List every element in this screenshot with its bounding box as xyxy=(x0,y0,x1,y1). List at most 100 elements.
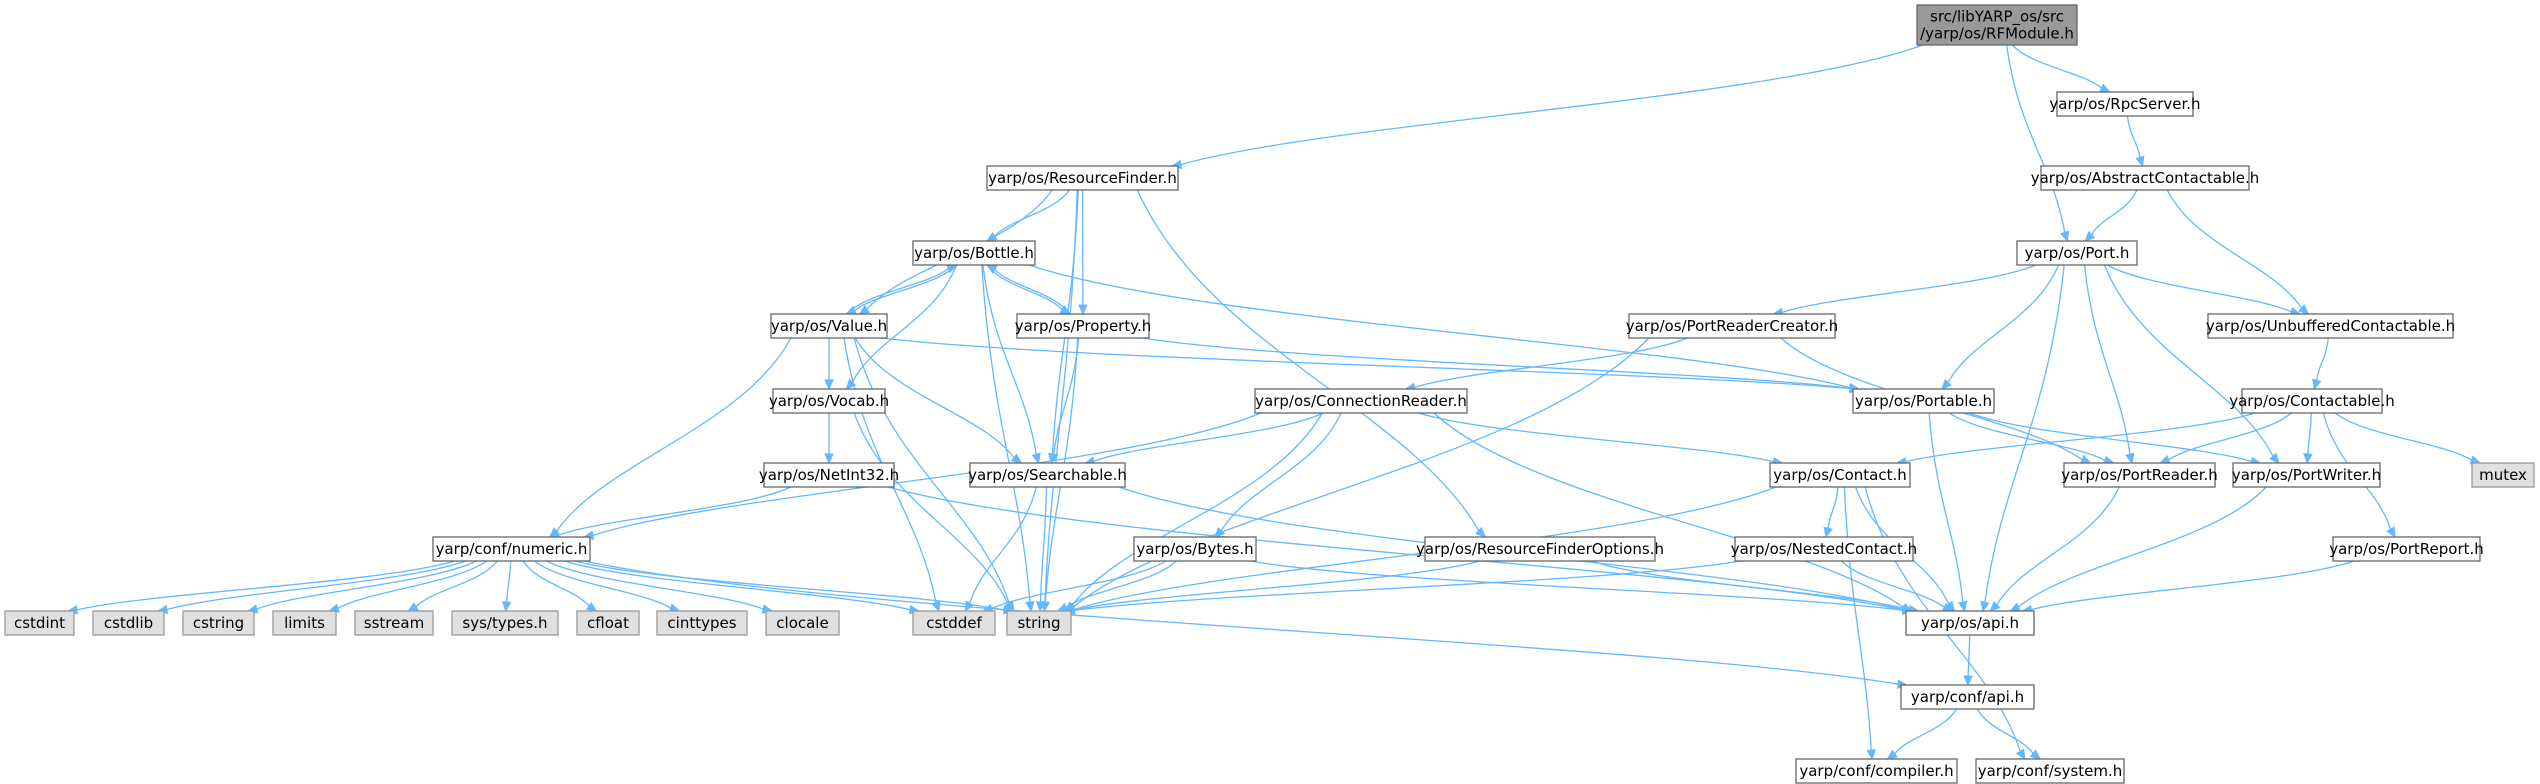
node-label: yarp/os/AbstractContactable.h xyxy=(2031,169,2260,187)
edge-connectionreader-to-contact xyxy=(1418,412,1784,467)
node-cstdint[interactable]: cstdint xyxy=(4,610,75,636)
node-portreadercreator[interactable]: yarp/os/PortReaderCreator.h xyxy=(1626,313,1839,339)
node-contact[interactable]: yarp/os/Contact.h xyxy=(1769,462,1911,488)
edge-line xyxy=(1071,412,1323,606)
arrowhead xyxy=(1035,601,1046,613)
node-box xyxy=(2063,462,2216,488)
node-value[interactable]: yarp/os/Value.h xyxy=(770,313,888,339)
node-cfloat[interactable]: cfloat xyxy=(576,610,640,636)
node-limits[interactable]: limits xyxy=(272,610,337,636)
edge-line xyxy=(1414,337,1688,389)
edge-connectionreader-to-bytes xyxy=(1214,412,1342,538)
node-box xyxy=(92,610,165,636)
arrowhead xyxy=(2386,526,2396,539)
node-label: yarp/os/Searchable.h xyxy=(968,466,1127,484)
arrowhead xyxy=(2135,155,2145,168)
node-rfoptions[interactable]: yarp/os/ResourceFinderOptions.h xyxy=(1416,536,1664,562)
arrowhead xyxy=(1010,453,1023,464)
node-cstdlib[interactable]: cstdlib xyxy=(92,610,165,636)
node-resourcefinder[interactable]: yarp/os/ResourceFinder.h xyxy=(986,165,1179,191)
node-box xyxy=(912,610,996,636)
node-searchable[interactable]: yarp/os/Searchable.h xyxy=(968,462,1127,488)
edge-line xyxy=(1782,264,2036,313)
node-label: yarp/os/RpcServer.h xyxy=(2049,95,2200,113)
node-box xyxy=(432,536,591,562)
node-connectionreader[interactable]: yarp/os/ConnectionReader.h xyxy=(1254,388,1468,414)
node-cstring[interactable]: cstring xyxy=(182,610,255,636)
edge-line xyxy=(2103,264,2274,457)
node-port[interactable]: yarp/os/Port.h xyxy=(2016,240,2138,266)
node-nestedcontact[interactable]: yarp/os/NestedContact.h xyxy=(1731,536,1917,562)
node-osapi[interactable]: yarp/os/api.h xyxy=(1905,610,2035,636)
node-netint32[interactable]: yarp/os/NetInt32.h xyxy=(759,462,899,488)
node-root[interactable]: src/libYARP_os/src/yarp/os/RFModule.h xyxy=(1916,4,2078,46)
node-string[interactable]: string xyxy=(1006,610,1072,636)
edge-line xyxy=(994,269,1071,315)
node-portwriter[interactable]: yarp/os/PortWriter.h xyxy=(2232,462,2381,488)
edge-line xyxy=(982,264,1037,455)
edge-line xyxy=(1044,189,1078,603)
edge-line xyxy=(2107,264,2292,313)
node-confapi[interactable]: yarp/conf/api.h xyxy=(1900,684,2035,710)
node-box xyxy=(1006,610,1072,636)
node-cinttypes[interactable]: cinttypes xyxy=(656,610,748,636)
edge-line xyxy=(1039,486,1048,603)
node-compiler[interactable]: yarp/conf/compiler.h xyxy=(1795,758,1958,784)
nodes-layer: src/libYARP_os/src/yarp/os/RFModule.hyar… xyxy=(4,4,2535,784)
node-abstractcontactable[interactable]: yarp/os/AbstractContactable.h xyxy=(2031,165,2260,191)
edge-contact-to-nestedcontact xyxy=(1823,486,1839,539)
arrowhead xyxy=(2297,304,2310,315)
node-label: cinttypes xyxy=(667,614,736,632)
arrowhead xyxy=(1025,600,1035,613)
edge-contactable-to-portwriter xyxy=(2303,412,2313,465)
node-system[interactable]: yarp/conf/system.h xyxy=(1975,758,2125,784)
node-box xyxy=(2241,388,2383,414)
edge-line xyxy=(1072,337,1650,608)
node-systypes[interactable]: sys/types.h xyxy=(451,610,559,636)
edge-portable-to-portwriter xyxy=(1969,412,2262,467)
edge-portwriter-to-osapi xyxy=(2009,486,2267,612)
edge-line xyxy=(2126,115,2141,158)
node-box xyxy=(1795,758,1958,784)
edge-line xyxy=(2011,44,2102,89)
edge-line xyxy=(853,337,1010,604)
node-rpcserver[interactable]: yarp/os/RpcServer.h xyxy=(2049,91,2201,117)
node-property[interactable]: yarp/os/Property.h xyxy=(1015,313,1151,339)
arrowhead xyxy=(407,602,419,612)
arrowhead xyxy=(2312,378,2322,391)
edge-line xyxy=(506,560,512,603)
edge-line xyxy=(256,560,477,610)
node-contactable[interactable]: yarp/os/Contactable.h xyxy=(2229,388,2395,414)
edge-contact-to-compiler xyxy=(1843,486,1876,761)
edge-port-to-portreadercreator xyxy=(1772,264,2036,317)
edge-value-to-searchable xyxy=(854,337,1023,464)
node-portable[interactable]: yarp/os/Portable.h xyxy=(1852,388,1995,414)
edge-line xyxy=(1180,44,1924,166)
edge-port-to-portable xyxy=(1941,264,2060,390)
arrowhead xyxy=(2060,230,2070,243)
node-vocab[interactable]: yarp/os/Vocab.h xyxy=(769,388,889,414)
node-label: cstddef xyxy=(926,614,982,632)
arrowhead xyxy=(1958,600,1968,613)
node-bottle[interactable]: yarp/os/Bottle.h xyxy=(912,240,1036,266)
node-label: yarp/os/ConnectionReader.h xyxy=(1255,392,1467,410)
node-bytes[interactable]: yarp/os/Bytes.h xyxy=(1133,536,1257,562)
node-portreader[interactable]: yarp/os/PortReader.h xyxy=(2061,462,2218,488)
edge-abstractcontactable-to-unbuffered xyxy=(2166,189,2310,315)
arrowhead xyxy=(1866,749,1876,761)
node-mutex[interactable]: mutex xyxy=(2471,462,2535,488)
edge-line xyxy=(2091,189,2138,236)
node-clocale[interactable]: clocale xyxy=(765,610,840,636)
node-label: yarp/conf/numeric.h xyxy=(436,540,588,558)
node-numeric[interactable]: yarp/conf/numeric.h xyxy=(432,536,591,562)
node-cstddef[interactable]: cstddef xyxy=(912,610,996,636)
node-unbuffered[interactable]: yarp/os/UnbufferedContactable.h xyxy=(2206,313,2455,339)
node-sstream[interactable]: sstream xyxy=(354,610,434,636)
edge-line xyxy=(2307,412,2312,455)
edge-osapi-to-confapi xyxy=(1963,634,1973,687)
node-box xyxy=(2232,462,2381,488)
node-portreport[interactable]: yarp/os/PortReport.h xyxy=(2329,536,2484,562)
node-label: yarp/os/Bytes.h xyxy=(1136,540,1253,558)
node-box xyxy=(1900,684,2035,710)
edge-line xyxy=(1073,560,1481,611)
